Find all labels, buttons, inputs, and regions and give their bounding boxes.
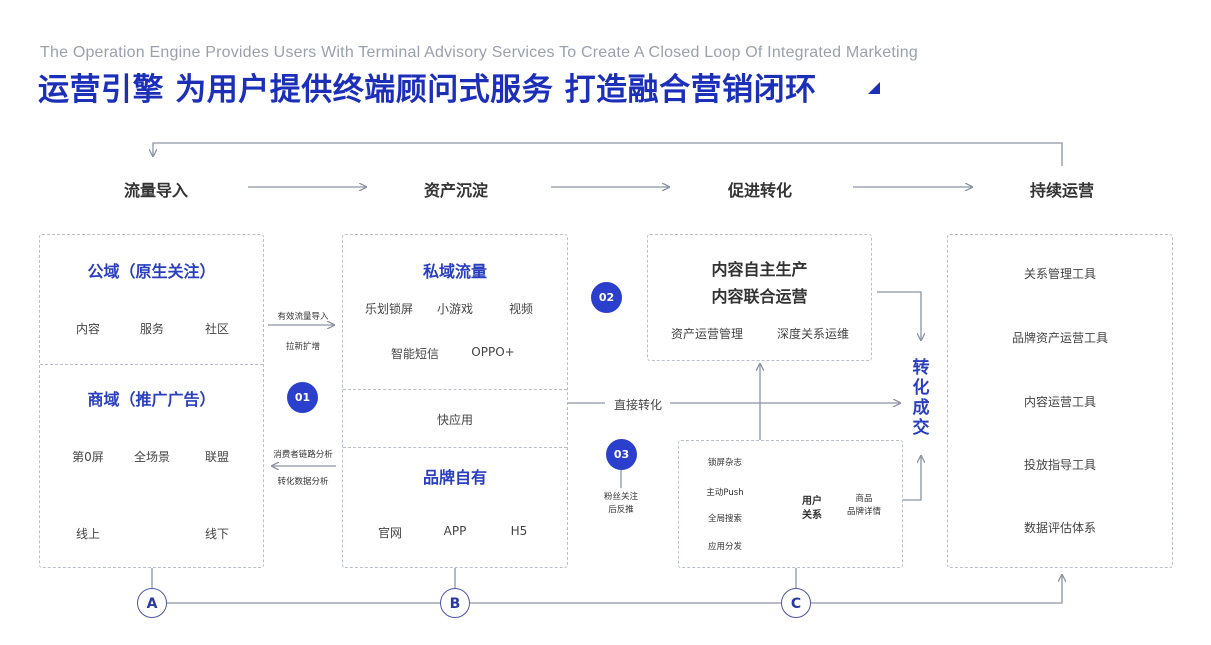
fans-label-1: 粉丝关注 <box>603 492 638 502</box>
relation-source-magazine: 锁屏杂志 <box>707 458 742 468</box>
relation-center-2: 关系 <box>802 510 822 521</box>
stage-traffic-import: 流量导入 <box>124 181 189 200</box>
public-item-content: 内容 <box>75 322 100 336</box>
tool-delivery-guidance: 投放指导工具 <box>1023 458 1096 472</box>
ab-top-line-2: 拉新扩增 <box>285 342 320 352</box>
quick-app-label: 快应用 <box>436 413 473 427</box>
direct-conversion-label: 直接转化 <box>613 398 662 412</box>
private-item-oppo-plus: OPPO+ <box>471 345 515 359</box>
stage-continuous-operation: 持续运营 <box>1030 181 1095 200</box>
content-box <box>647 234 872 361</box>
public-item-service: 服务 <box>139 322 164 336</box>
badge-01: 01 <box>287 382 318 413</box>
letter-a-circle: A <box>137 588 167 618</box>
content-line-2: 内容联合运营 <box>711 287 808 306</box>
private-traffic-title: 私域流量 <box>422 262 487 281</box>
content-item-relation-maintenance: 深度关系运维 <box>776 327 849 341</box>
private-item-video: 视频 <box>508 302 533 316</box>
column-b-divider-1 <box>343 389 567 390</box>
commerce-item-screen0: 第0屏 <box>72 450 104 464</box>
content-line-1: 内容自主生产 <box>711 260 808 279</box>
private-item-sms: 智能短信 <box>390 347 439 361</box>
brand-item-app: APP <box>443 524 467 538</box>
ab-top-line-1: 有效流量导入 <box>277 312 329 322</box>
relation-source-push: 主动Push <box>706 488 744 498</box>
tool-content-operation: 内容运营工具 <box>1023 395 1096 409</box>
letter-c-circle: C <box>781 588 811 618</box>
loop-bottom-line <box>167 575 1062 604</box>
relation-to-deal <box>903 456 921 501</box>
stage-promote-conversion: 促进转化 <box>728 181 793 200</box>
commerce-item-alliance: 联盟 <box>204 450 229 464</box>
relation-result-1: 商品 <box>855 494 873 504</box>
page-title: 运营引擎 为用户提供终端顾问式服务 打造融合营销闭环 <box>38 72 817 108</box>
relation-source-search: 全局搜索 <box>707 514 742 524</box>
column-b-divider-2 <box>343 447 567 448</box>
tool-data-evaluation: 数据评估体系 <box>1023 521 1096 535</box>
column-b-box <box>342 234 568 568</box>
loop-top-line <box>153 142 1063 166</box>
private-item-minigame: 小游戏 <box>436 302 473 316</box>
public-item-community: 社区 <box>204 322 229 336</box>
relation-box <box>678 440 903 568</box>
column-a-divider <box>40 364 263 365</box>
letter-b-circle: B <box>440 588 470 618</box>
content-to-deal <box>877 291 921 340</box>
badge-03: 03 <box>606 439 637 470</box>
relation-result-2: 品牌详情 <box>846 507 881 517</box>
badge-02: 02 <box>591 282 622 313</box>
public-domain-title: 公域（原生关注） <box>87 262 216 281</box>
brand-item-website: 官网 <box>377 526 402 540</box>
brand-item-h5: H5 <box>510 524 528 538</box>
tool-relation-management: 关系管理工具 <box>1023 267 1096 281</box>
column-a-box <box>39 234 264 568</box>
commerce-domain-title: 商域（推广广告） <box>87 390 216 409</box>
column-d-box <box>947 234 1173 568</box>
fans-label-2: 后反推 <box>608 505 634 515</box>
tool-brand-asset: 品牌资产运营工具 <box>1011 331 1108 345</box>
ab-bottom-line-1: 消费者链路分析 <box>273 450 333 460</box>
ab-bottom-line-2: 转化数据分析 <box>277 477 329 487</box>
brand-owned-title: 品牌自有 <box>422 468 487 487</box>
commerce-sub-online: 线上 <box>75 527 100 541</box>
relation-source-distribution: 应用分发 <box>707 542 742 552</box>
commerce-sub-offline: 线下 <box>204 527 229 541</box>
stage-asset-accumulation: 资产沉淀 <box>424 181 489 200</box>
deal-conversion-label: 转化成交 <box>912 358 930 438</box>
relation-center-1: 用户 <box>802 496 822 507</box>
page-subtitle: The Operation Engine Provides Users With… <box>40 44 918 61</box>
content-item-asset-management: 资产运营管理 <box>670 327 743 341</box>
title-corner-mark <box>868 82 880 94</box>
commerce-item-all-scene: 全场景 <box>133 450 170 464</box>
private-item-lockscreen: 乐划锁屏 <box>364 302 413 316</box>
